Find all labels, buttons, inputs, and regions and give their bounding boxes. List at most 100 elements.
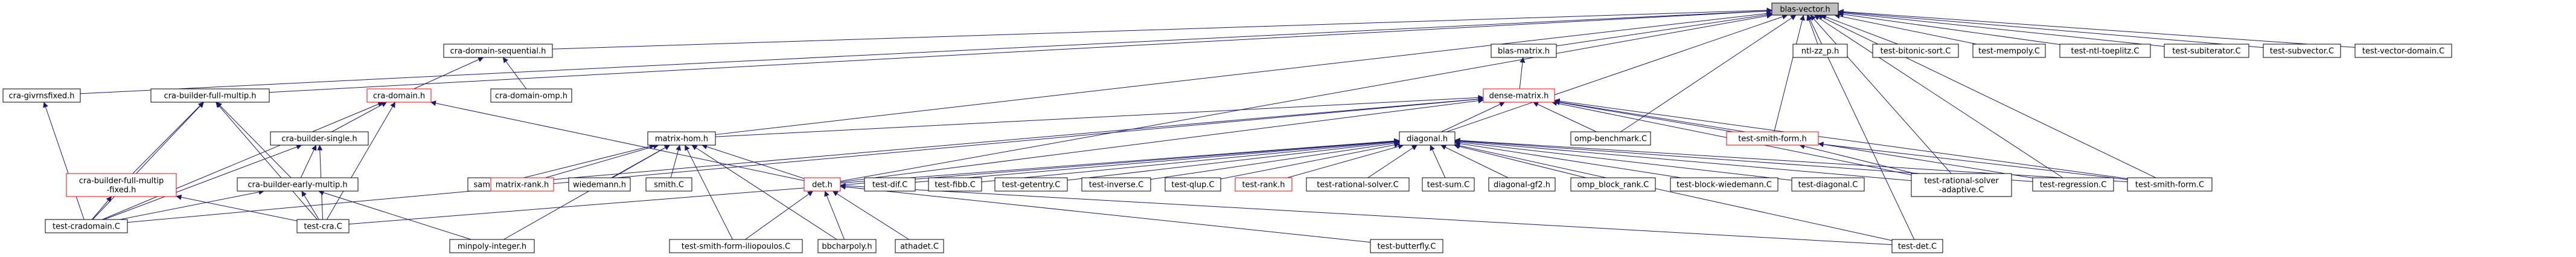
edge-test-inverse-to-diagonal	[1150, 140, 1400, 180]
node-test-smith-form-h[interactable]: test-smith-form.h	[1726, 131, 1819, 146]
node-test-block-wiedemann[interactable]: test-block-wiedemann.C	[1670, 177, 1779, 192]
edge-test-cra-to-cra-domain	[326, 102, 396, 220]
node-blas-matrix[interactable]: blas-matrix.h	[1491, 44, 1557, 58]
edge-test-cra-to-cra-builder-full-multip-fixed	[176, 194, 298, 221]
node-box	[568, 177, 631, 192]
edge-test-cradomain-to-cra-givrnsfixed	[43, 102, 85, 220]
node-box	[1726, 131, 1819, 146]
node-label: test-smith-form-iliopoulos.C	[682, 242, 791, 252]
node-test-cra[interactable]: test-cra.C	[296, 219, 350, 233]
edge-smith-to-matrix-hom	[670, 145, 682, 178]
node-cra-builder-early-multip[interactable]: cra-builder-early-multip.h	[237, 177, 359, 192]
edge-det-to-matrix-hom	[702, 144, 805, 179]
node-box	[1483, 88, 1555, 103]
edge-test-fibb-to-diagonal	[981, 138, 1400, 183]
edge-det-to-blas-vector	[840, 13, 1772, 182]
node-det[interactable]: det.h	[804, 177, 841, 192]
node-test-mempoly[interactable]: test-mempoly.C	[1972, 44, 2046, 58]
node-test-subvector[interactable]: test-subvector.C	[2263, 44, 2341, 58]
node-test-dif[interactable]: test-dif.C	[864, 177, 916, 192]
edge-diagonal-to-dense-matrix	[1441, 102, 1505, 132]
node-omp-benchmark[interactable]: omp-benchmark.C	[1570, 131, 1651, 146]
node-dense-matrix[interactable]: dense-matrix.h	[1483, 88, 1555, 103]
node-minpoly-integer[interactable]: minpoly-integer.h	[449, 239, 535, 253]
node-label: minpoly-integer.h	[458, 242, 526, 252]
node-box	[1370, 239, 1443, 253]
node-diagonal-gf2[interactable]: diagonal-gf2.h	[1488, 177, 1556, 192]
node-test-inverse[interactable]: test-inverse.C	[1081, 177, 1151, 192]
node-test-subiterator[interactable]: test-subiterator.C	[2164, 44, 2249, 58]
node-test-smith-form-c[interactable]: test-smith-form.C	[2127, 177, 2213, 192]
node-ntl-zz_p[interactable]: ntl-zz_p.h	[1792, 44, 1848, 58]
node-label: test-rational-solver	[1924, 177, 1999, 186]
node-test-rational-solver[interactable]: test-rational-solver.C	[1306, 177, 1410, 192]
node-box	[66, 173, 177, 197]
node-label: -fixed.h	[107, 186, 136, 195]
node-box	[1792, 44, 1848, 58]
edge-test-rational-solver-to-diagonal	[1367, 145, 1417, 178]
node-label: -adaptive.C	[1939, 186, 1984, 195]
node-test-cradomain[interactable]: test-cradomain.C	[45, 219, 128, 233]
node-matrix-hom[interactable]: matrix-hom.h	[647, 131, 716, 146]
node-box	[669, 239, 803, 253]
node-bbcharpoly[interactable]: bbcharpoly.h	[817, 239, 877, 253]
node-cra-domain-omp[interactable]: cra-domain-omp.h	[490, 88, 572, 103]
node-box	[1399, 131, 1456, 146]
node-test-regression[interactable]: test-regression.C	[2032, 177, 2114, 192]
node-label: test-diagonal.C	[1798, 181, 1858, 190]
edge-test-block-wiedemann-to-diagonal	[1454, 140, 1681, 178]
node-cra-givrnsfixed[interactable]: cra-givrnsfixed.h	[2, 88, 81, 103]
node-cra-builder-full-multip-fixed[interactable]: cra-builder-full-multip-fixed.h	[66, 173, 177, 197]
node-matrix-rank[interactable]: matrix-rank.h	[490, 177, 554, 192]
node-test-qlup[interactable]: test-qlup.C	[1165, 177, 1221, 192]
node-wiedemann[interactable]: wiedemann.h	[568, 177, 631, 192]
node-box	[2164, 44, 2249, 58]
node-test-diagonal[interactable]: test-diagonal.C	[1791, 177, 1865, 192]
edge-test-det-to-det	[840, 183, 1893, 246]
edge-test-smith-form-iliopoulos-to-det	[745, 190, 813, 240]
edge-cra-domain-to-cra-domain-sequential	[414, 57, 484, 89]
node-label: test-smith-form.h	[1738, 135, 1806, 144]
node-box	[45, 219, 128, 233]
node-cra-builder-single[interactable]: cra-builder-single.h	[270, 131, 369, 146]
node-label: blas-matrix.h	[1498, 47, 1550, 56]
node-cra-domain-sequential[interactable]: cra-domain-sequential.h	[443, 44, 553, 58]
node-omp_block_rank[interactable]: omp_block_rank.C	[1570, 177, 1656, 192]
edge-bbcharpoly-to-det	[824, 190, 845, 240]
edge-bbcharpoly-to-matrix-hom	[691, 145, 837, 240]
node-test-rational-solver-adaptive[interactable]: test-rational-solver-adaptive.C	[1911, 173, 2012, 197]
node-test-fibb[interactable]: test-fibb.C	[928, 177, 982, 192]
node-label: test-block-wiedemann.C	[1676, 181, 1772, 190]
node-box	[1306, 177, 1410, 192]
node-box	[1491, 44, 1557, 58]
node-test-rank[interactable]: test-rank.h	[1235, 177, 1293, 192]
node-box	[645, 177, 692, 192]
node-box	[1570, 131, 1651, 146]
node-test-ntl-toeplitz[interactable]: test-ntl-toeplitz.C	[2059, 44, 2151, 58]
node-label: cra-builder-early-multip.h	[248, 181, 347, 190]
node-test-getentry[interactable]: test-getentry.C	[994, 177, 1068, 192]
node-test-butterfly[interactable]: test-butterfly.C	[1370, 239, 1443, 253]
node-cra-domain[interactable]: cra-domain.h	[366, 88, 432, 103]
node-test-smith-form-iliopoulos[interactable]: test-smith-form-iliopoulos.C	[669, 239, 803, 253]
node-smith[interactable]: smith.C	[645, 177, 692, 192]
node-label: cra-domain.h	[373, 92, 425, 101]
node-test-det[interactable]: test-det.C	[1891, 239, 1943, 253]
node-athadet[interactable]: athadet.C	[895, 239, 944, 253]
edge-matrix-rank-to-matrix-hom	[545, 144, 659, 178]
edge-diagonal-gf2-to-diagonal	[1440, 145, 1509, 178]
node-box	[647, 131, 716, 146]
node-test-bitonic-sort[interactable]: test-bitonic-sort.C	[1872, 44, 1959, 58]
edge-test-cradomain-to-cra-builder-single	[104, 144, 302, 220]
node-diagonal[interactable]: diagonal.h	[1399, 131, 1456, 146]
edge-diagonal-to-blas-vector	[1446, 14, 1788, 132]
node-test-vector-domain[interactable]: test-vector-domain.C	[2354, 44, 2452, 58]
node-box	[1422, 177, 1475, 192]
node-cra-builder-full-multip[interactable]: cra-builder-full-multip.h	[150, 88, 270, 103]
node-blas-vector[interactable]: blas-vector.h	[1771, 2, 1839, 16]
node-box	[2032, 177, 2114, 192]
node-label: test-regression.C	[2040, 181, 2107, 190]
edge-test-cradomain-to-dense-matrix	[127, 96, 1484, 223]
node-label: test-rational-solver.C	[1317, 181, 1399, 190]
node-test-sum[interactable]: test-sum.C	[1422, 177, 1475, 192]
